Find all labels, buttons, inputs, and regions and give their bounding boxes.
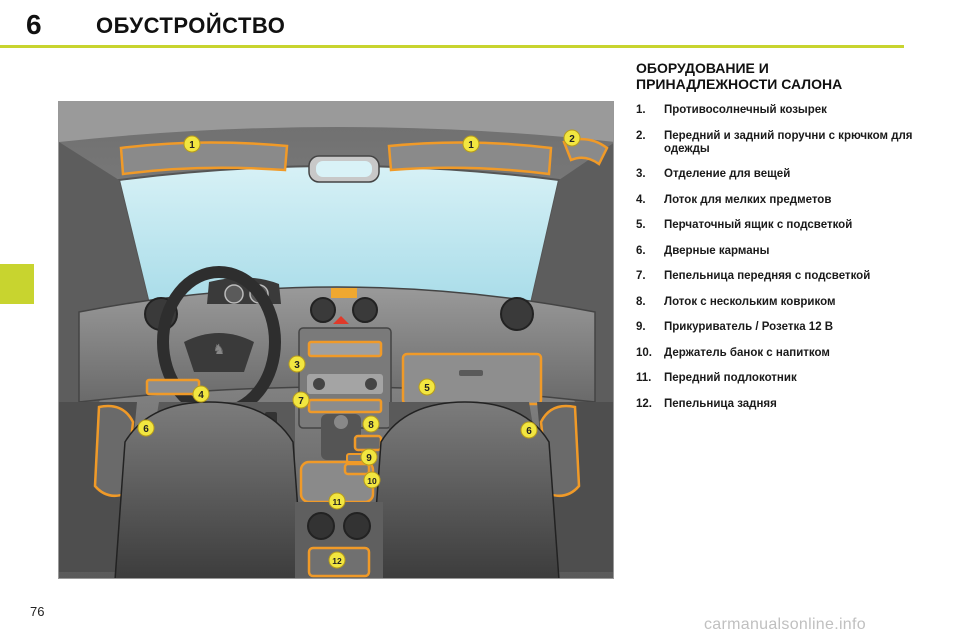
callout-2: 2 [563,129,581,147]
svg-text:6: 6 [143,424,149,435]
svg-text:2: 2 [569,134,575,145]
svg-text:12: 12 [332,556,342,566]
vent-center-right [352,297,378,323]
glove-box [401,352,543,406]
svg-text:1: 1 [468,140,474,151]
svg-text:4: 4 [198,390,204,401]
legend-item: 8.Лоток с нескольким ковриком [636,295,836,308]
section-title-line2: ПРИНАДЛЕЖНОСТИ САЛОНА [636,76,843,92]
callout-10: 10 [363,471,381,489]
callout-11: 11 [328,492,346,510]
vent-right [500,297,534,331]
gear-knob [334,415,348,429]
legend-item: 2.Передний и задний поручни с крючком дл… [636,129,913,155]
passenger-seat [370,401,560,578]
callout-3: 3 [288,355,306,373]
svg-text:10: 10 [367,476,377,486]
legend-item: 12.Пепельница задняя [636,397,777,410]
legend-item: 5.Перчаточный ящик с подсветкой [636,219,853,231]
callout-8: 8 [362,415,380,433]
callout-1b: 1 [462,135,480,153]
cup-holder [343,462,371,476]
storage-compartment [307,340,383,358]
legend-item: 3.Отделение для вещей [636,168,791,180]
section-title-line1: ОБОРУДОВАНИЕ И [636,60,769,76]
callout-6a: 6 [137,419,155,437]
rear-vent-left [307,512,335,540]
gauge-left [224,284,244,304]
callout-9: 9 [360,448,378,466]
legend-item: 4.Лоток для мелких предметов [636,193,832,206]
callout-4: 4 [192,385,210,403]
center-display [331,288,357,298]
svg-text:5: 5 [424,383,430,394]
chapter-number: 6 [26,9,42,40]
brand-lion-icon: ♞ [213,342,226,358]
legend-item: 11.Передний подлокотник [636,372,797,384]
headliner [59,102,613,142]
svg-text:1: 1 [189,140,195,151]
section-title: ОБОРУДОВАНИЕ И ПРИНАДЛЕЖНОСТИ САЛОНА [636,60,936,92]
hazard-icon [333,316,349,324]
legend-item: 1.Противосолнечный козырек [636,104,827,116]
gear-shift-boot [321,414,361,460]
header-rule [0,45,904,48]
climate-knob-left [313,378,325,390]
steering-hub [184,333,254,372]
legend-item: 9.Прикуриватель / Розетка 12 В [636,321,834,333]
vent-center-left [310,297,336,323]
legend-item: 10.Держатель банок с напитком [636,346,830,359]
glove-box-latch [459,370,483,376]
interior-illustration: ♞ 1 1 2 [58,101,614,579]
svg-text:9: 9 [366,453,372,464]
legend-item: 6.Дверные карманы [636,244,770,257]
climate-knob-right [365,378,377,390]
svg-text:3: 3 [294,360,300,371]
legend-item: 7.Пепельница передняя с подсветкой [636,270,871,282]
watermark: carmanualsonline.info [704,616,866,633]
svg-text:8: 8 [368,420,374,431]
callout-12: 12 [328,551,346,569]
mirror-glass [316,161,372,177]
callout-6b: 6 [520,421,538,439]
mat-tray [353,434,383,452]
sun-visor-right [387,141,553,176]
front-ashtray [307,398,383,414]
chapter-title: ОБУСТРОЙСТВО [96,13,286,38]
climate-controls [307,374,383,394]
svg-text:6: 6 [526,426,532,437]
small-items-tray [145,378,201,396]
svg-text:7: 7 [298,396,304,407]
callout-5: 5 [418,378,436,396]
callout-7: 7 [292,391,310,409]
equipment-legend: 1.Противосолнечный козырек 2.Передний и … [636,104,936,423]
sun-visor-left [119,141,289,176]
callout-1a: 1 [183,135,201,153]
svg-text:11: 11 [333,497,342,507]
chapter-side-tab [0,264,34,304]
driver-seat [114,401,304,578]
page-number: 76 [30,604,45,619]
interior-drawing: ♞ 1 1 2 [59,102,613,578]
rear-vent-right [343,512,371,540]
